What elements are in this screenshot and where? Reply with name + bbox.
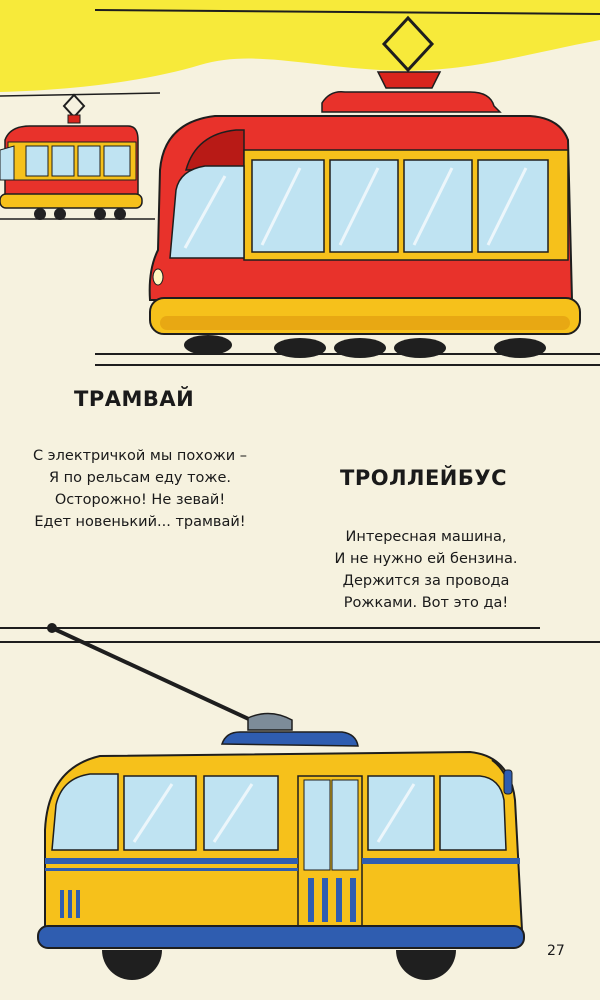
trolleybus-illustration bbox=[37, 623, 525, 980]
trolleybus-poem-line: И не нужно ей бензина. bbox=[334, 551, 518, 567]
tram-title: ТРАМВАЙ bbox=[74, 387, 195, 411]
yellow-sky-band bbox=[0, 0, 600, 92]
tram-poem: С электричкой мы похожи – Я по рельсам е… bbox=[0, 445, 280, 533]
tram-poem-line: Я по рельсам еду тоже. bbox=[48, 470, 232, 486]
trolleybus-poem-line: Рожками. Вот это да! bbox=[343, 595, 509, 611]
tram-poem-line: Едет новенький... трамвай! bbox=[34, 514, 246, 530]
page-number: 27 bbox=[547, 943, 565, 959]
trolleybus-poem-line: Держится за провода bbox=[342, 573, 510, 589]
trolleybus-poem: Интересная машина, И не нужно ей бензина… bbox=[296, 526, 556, 614]
trolleybus-poem-line: Интересная машина, bbox=[345, 529, 507, 545]
small-tram-wire bbox=[0, 92, 161, 97]
big-tram-illustration bbox=[148, 15, 581, 358]
trolleybus-title: ТРОЛЛЕЙБУС bbox=[340, 466, 507, 490]
small-tram-illustration bbox=[0, 93, 143, 220]
tram-overhead-wire bbox=[94, 9, 600, 15]
tram-poem-line: Осторожно! Не зевай! bbox=[54, 492, 226, 508]
tram-poem-line: С электричкой мы похожи – bbox=[32, 448, 248, 464]
